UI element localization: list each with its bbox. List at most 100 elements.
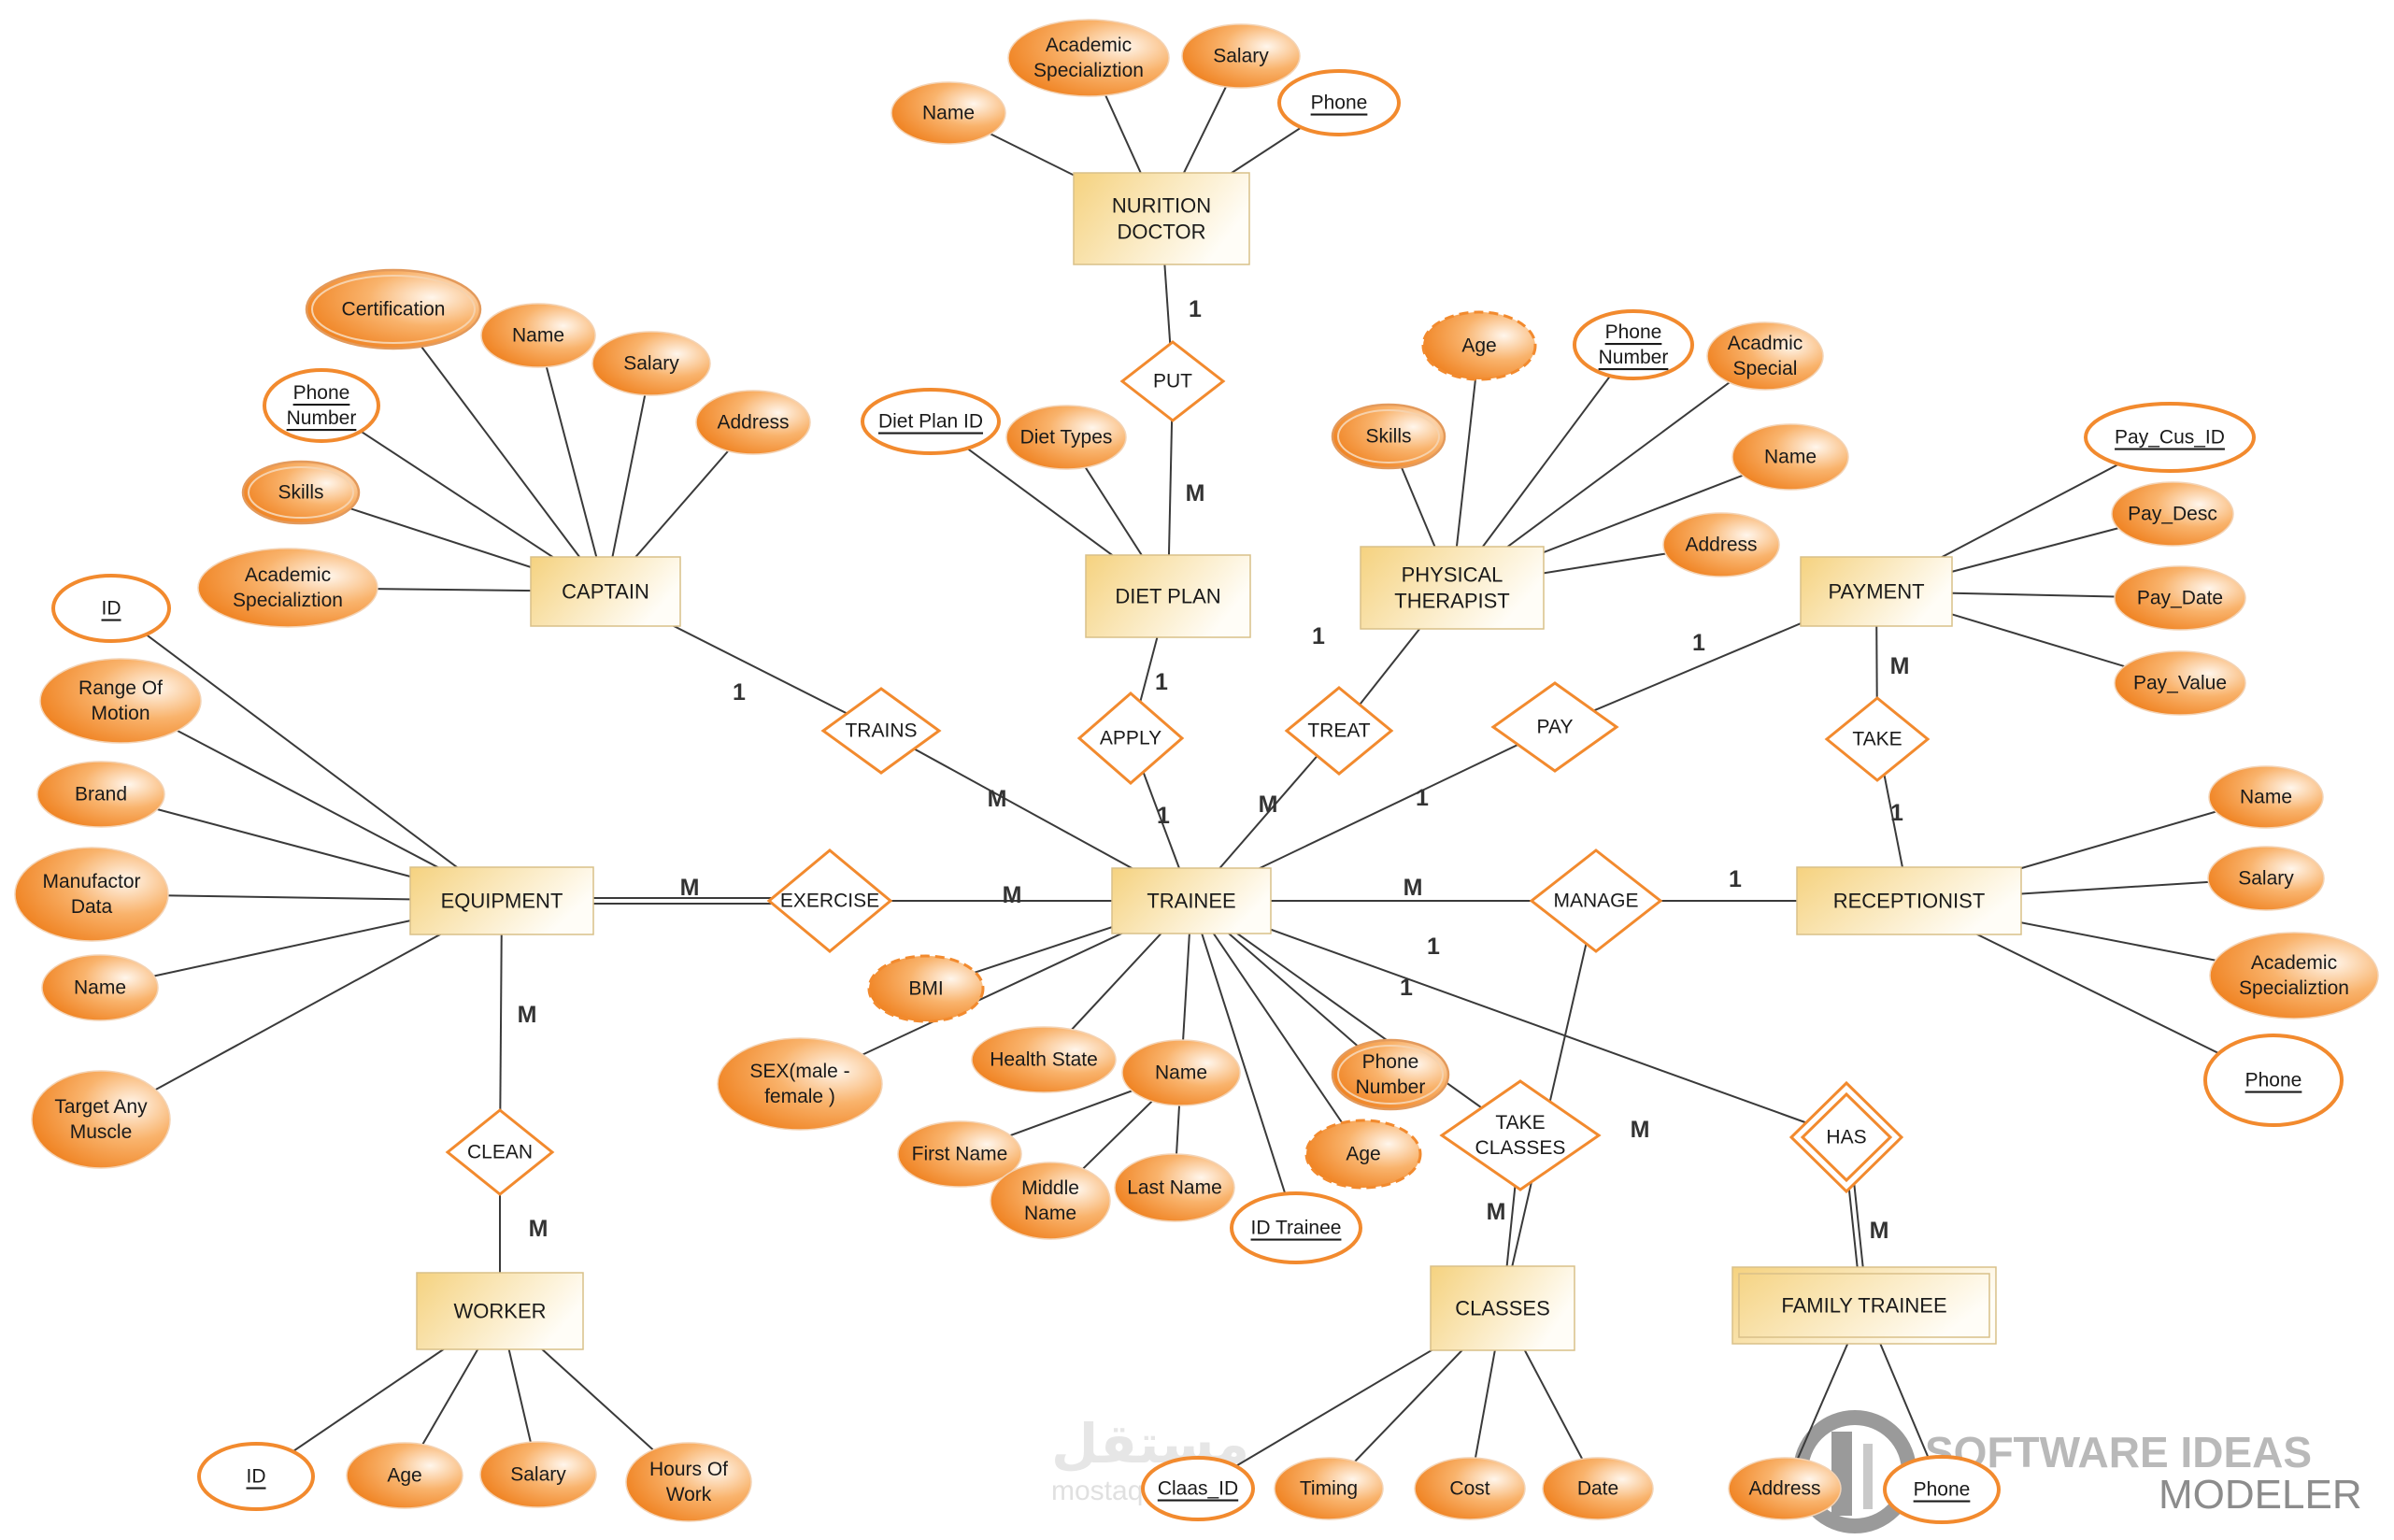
attribute-shape <box>41 954 159 1021</box>
attribute-pay-value[interactable]: Pay_Value <box>2114 650 2246 716</box>
attribute-cl-cost[interactable]: Cost <box>1414 1457 1526 1520</box>
attribute-nd-salary[interactable]: Salary <box>1181 23 1301 89</box>
attribute-cap-skills[interactable]: Skills <box>241 460 361 525</box>
relationship-manage[interactable]: MANAGE <box>1529 848 1663 953</box>
attribute-tr-age[interactable]: Age <box>1304 1119 1422 1190</box>
attribute-nd-phone[interactable]: Phone <box>1277 69 1401 136</box>
attribute-cap-name[interactable]: Name <box>480 303 596 368</box>
relationship-treat[interactable]: TREAT <box>1284 686 1394 776</box>
attribute-dp-id[interactable]: Diet Plan ID <box>861 388 1001 455</box>
entity-receptionist[interactable]: RECEPTIONIST <box>1796 866 2022 935</box>
attribute-ft-address[interactable]: Address <box>1728 1457 1842 1520</box>
attribute-eq-brand[interactable]: Brand <box>36 761 165 828</box>
label-line: Age <box>387 1465 421 1487</box>
relationship-apply[interactable]: APPLY <box>1076 692 1185 785</box>
label-line: TRAINS <box>845 720 917 742</box>
entity-payment[interactable]: PAYMENT <box>1800 556 1953 627</box>
attribute-nd-name[interactable]: Name <box>891 81 1006 145</box>
attribute-cap-cert[interactable]: Certification <box>305 268 482 350</box>
entity-captain[interactable]: CAPTAIN <box>530 556 681 627</box>
attribute-pt-skills[interactable]: Skills <box>1331 403 1446 470</box>
attribute-shape <box>2203 1034 2344 1127</box>
attribute-ft-phone[interactable]: Phone <box>1883 1455 2001 1524</box>
entity-diet-plan[interactable]: DIET PLAN <box>1085 554 1251 638</box>
relationship-diamond <box>1076 692 1185 785</box>
label-line: Academic <box>2251 952 2337 974</box>
attribute-tr-name[interactable]: Name <box>1121 1039 1241 1106</box>
attribute-shape <box>241 460 361 525</box>
cardinality-nutrition-doctor-put: 1 <box>1189 296 1202 322</box>
attribute-dp-types[interactable]: Diet Types <box>1005 405 1127 470</box>
attribute-pt-address[interactable]: Address <box>1662 512 1780 578</box>
relationship-take[interactable]: TAKE <box>1824 696 1931 782</box>
attribute-tr-last[interactable]: Last Name <box>1114 1153 1235 1222</box>
attribute-rc-phone[interactable]: Phone <box>2203 1034 2344 1127</box>
relationship-clean[interactable]: CLEAN <box>445 1108 555 1196</box>
attribute-pay-id[interactable]: Pay_Cus_ID <box>2084 402 2256 473</box>
entity-family-trainee[interactable]: FAMILY TRAINEE <box>1731 1266 1997 1345</box>
attribute-cap-address[interactable]: Address <box>695 390 811 455</box>
attribute-tr-bmi[interactable]: BMI <box>867 954 985 1023</box>
attribute-shape <box>891 81 1006 145</box>
entity-box <box>1085 554 1251 638</box>
label-line: Name <box>74 977 126 999</box>
attribute-tr-health[interactable]: Health State <box>971 1026 1117 1093</box>
attribute-shape <box>990 1162 1111 1240</box>
attribute-pt-age[interactable]: Age <box>1421 310 1537 381</box>
label-line: Name <box>922 103 975 124</box>
attribute-cl-id[interactable]: Claas_ID <box>1141 1456 1255 1521</box>
entity-box <box>416 1272 584 1350</box>
entity-inner-box <box>1738 1273 1990 1338</box>
entity-worker[interactable]: WORKER <box>416 1272 584 1350</box>
attribute-tr-sex[interactable]: SEX(male -female ) <box>717 1037 883 1131</box>
entity-trainee[interactable]: TRAINEE <box>1111 867 1272 934</box>
label-line: CLASSES <box>1455 1297 1550 1320</box>
attribute-shape <box>1731 423 1849 491</box>
attribute-inner-ring <box>248 466 354 519</box>
attribute-pay-date[interactable]: Pay_Date <box>2114 565 2246 631</box>
relationship-trains[interactable]: TRAINS <box>820 687 942 775</box>
label-line: Address <box>1748 1478 1820 1500</box>
attribute-rc-name[interactable]: Name <box>2208 765 2324 829</box>
attribute-tr-first[interactable]: First Name <box>897 1120 1022 1188</box>
attribute-pay-desc[interactable]: Pay_Desc <box>2111 481 2234 547</box>
label-line: Timing <box>1300 1478 1358 1500</box>
relationship-pay[interactable]: PAY <box>1490 681 1619 773</box>
attribute-cl-date[interactable]: Date <box>1542 1457 1654 1520</box>
entity-equipment[interactable]: EQUIPMENT <box>409 866 594 935</box>
label-line: Phone <box>1605 321 1662 343</box>
attribute-wk-id[interactable]: ID <box>197 1442 315 1511</box>
attribute-rc-salary[interactable]: Salary <box>2207 846 2325 911</box>
attribute-cap-salary[interactable]: Salary <box>591 331 711 396</box>
attribute-shape <box>1230 1191 1362 1264</box>
relationship-has[interactable]: HAS <box>1788 1080 1904 1194</box>
cardinality-exercise-trainee: M <box>1003 882 1022 908</box>
attribute-cl-timing[interactable]: Timing <box>1274 1457 1384 1520</box>
label-line: Muscle <box>70 1121 133 1143</box>
attribute-eq-id[interactable]: ID <box>51 574 171 643</box>
attribute-eq-name[interactable]: Name <box>41 954 159 1021</box>
relationship-put[interactable]: PUT <box>1119 340 1226 422</box>
attribute-wk-age[interactable]: Age <box>346 1442 463 1509</box>
relationship-exercise[interactable]: EXERCISE <box>766 848 893 953</box>
attribute-pt-name[interactable]: Name <box>1731 423 1849 491</box>
attribute-wk-salary[interactable]: Salary <box>479 1441 597 1508</box>
attribute-tr-id[interactable]: ID Trainee <box>1230 1191 1362 1264</box>
entity-classes[interactable]: CLASSES <box>1430 1265 1575 1351</box>
